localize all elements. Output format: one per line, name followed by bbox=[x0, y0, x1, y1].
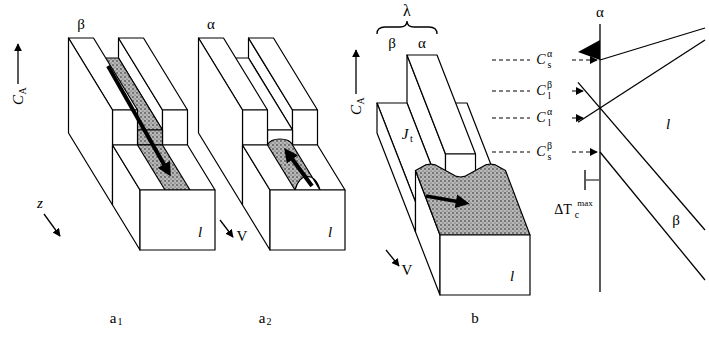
liquid-front bbox=[440, 235, 530, 295]
dimension-line bbox=[586, 180, 599, 181]
panel-label: a bbox=[110, 311, 117, 326]
flux-arrow bbox=[426, 196, 460, 202]
liquid-front bbox=[270, 190, 345, 250]
shaded-bump bbox=[268, 139, 321, 190]
projection-line bbox=[492, 91, 530, 92]
phase-label: α bbox=[207, 17, 215, 32]
undercooling-subscript: c bbox=[575, 210, 579, 220]
velocity-arrow bbox=[386, 250, 399, 266]
flux-label: J bbox=[402, 127, 409, 142]
panel-subscript: 1 bbox=[118, 317, 123, 327]
concentration-label: C bbox=[536, 84, 545, 98]
direction-arrow bbox=[44, 214, 60, 236]
concentration-subscript: s bbox=[548, 60, 552, 70]
solidus-line bbox=[600, 28, 705, 60]
phase-label: β bbox=[672, 213, 680, 228]
block-a1 bbox=[69, 38, 216, 250]
concentration-superscript: β bbox=[547, 80, 552, 90]
lamella-front bbox=[293, 110, 318, 145]
phase-label: l bbox=[328, 225, 332, 240]
axis-subscript: A bbox=[18, 87, 28, 94]
lamella-front bbox=[163, 110, 188, 145]
phase-diagram bbox=[578, 24, 705, 292]
concentration-subscript: s bbox=[548, 152, 552, 162]
panel-subscript: 2 bbox=[267, 317, 272, 327]
liquidus-line bbox=[578, 40, 705, 122]
concentration-label: C bbox=[536, 111, 545, 125]
panel-label: a bbox=[259, 311, 266, 326]
shaded-liquid-top bbox=[416, 164, 531, 235]
phase-label: l bbox=[198, 225, 202, 240]
concentration-subscript: l bbox=[548, 91, 551, 101]
phase-label: α bbox=[596, 5, 604, 20]
phase-label: β bbox=[77, 17, 85, 32]
alpha-region bbox=[578, 40, 600, 60]
projection-line bbox=[492, 118, 530, 119]
spacing-brace bbox=[377, 21, 437, 34]
undercooling-superscript: max bbox=[577, 199, 593, 208]
phase-label: l bbox=[666, 117, 670, 132]
phase-label: l bbox=[510, 269, 514, 284]
velocity-label: V bbox=[402, 263, 413, 278]
solid-side bbox=[69, 38, 113, 205]
projection-line bbox=[572, 60, 597, 61]
concentration-label: C bbox=[536, 53, 545, 67]
velocity-arrow bbox=[220, 220, 233, 237]
phase-label: β bbox=[388, 36, 396, 51]
axis-arrow bbox=[355, 50, 356, 94]
projection-line bbox=[492, 152, 530, 153]
concentration-subscript: l bbox=[548, 118, 551, 128]
projection-line bbox=[492, 60, 530, 61]
projection-line bbox=[572, 91, 583, 92]
direction-label: z bbox=[37, 196, 43, 211]
concentration-superscript: α bbox=[547, 107, 552, 117]
spacing-label: λ bbox=[403, 3, 411, 19]
velocity-label: V bbox=[237, 229, 248, 244]
axis-label: C bbox=[349, 105, 364, 115]
liquid-front bbox=[140, 190, 215, 250]
projection-line bbox=[572, 118, 583, 119]
concentration-label: C bbox=[536, 145, 545, 159]
eutectic-isotherm bbox=[599, 24, 600, 292]
diffusion-arrow bbox=[290, 156, 312, 186]
dimension-tick bbox=[584, 170, 585, 190]
axis-arrow bbox=[17, 44, 18, 84]
projection-line bbox=[572, 152, 597, 153]
panel-label: b bbox=[471, 311, 479, 326]
concentration-superscript: α bbox=[547, 49, 552, 59]
liquidus-line bbox=[578, 82, 705, 230]
block-b bbox=[377, 55, 530, 295]
diffusion-arrow bbox=[108, 66, 166, 168]
solid-side bbox=[377, 103, 416, 232]
axis-subscript: A bbox=[356, 97, 366, 104]
axis-label: C bbox=[11, 95, 26, 105]
lamella-front bbox=[243, 110, 268, 145]
concentration-superscript: β bbox=[547, 141, 552, 151]
solidus-line bbox=[600, 152, 705, 280]
phase-label: α bbox=[418, 36, 426, 51]
flux-subscript: t bbox=[410, 134, 413, 144]
block-a2 bbox=[199, 38, 346, 250]
solid-side bbox=[199, 38, 243, 205]
undercooling-label: ΔT bbox=[554, 203, 572, 217]
